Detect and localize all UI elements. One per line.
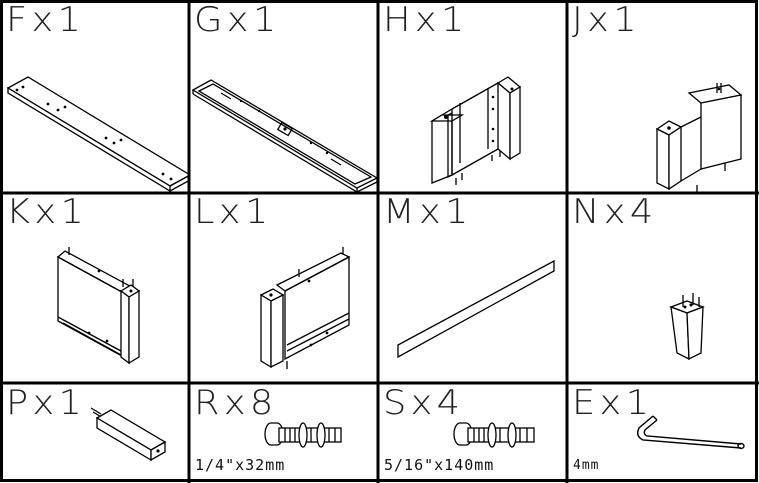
part-cell-j: Jx1 xyxy=(569,3,756,192)
metal-frame-drawing xyxy=(191,79,377,192)
part-label-f: Fx1 xyxy=(6,3,86,40)
back-panel-right-drawing xyxy=(56,247,141,365)
long-bolt-drawing xyxy=(453,422,535,448)
side-panel-left-drawing xyxy=(655,83,743,192)
strip-drawing xyxy=(397,259,555,359)
allen-key-size: 4mm xyxy=(573,458,600,473)
part-label-k: Kx1 xyxy=(6,195,89,232)
part-label-l: Lx1 xyxy=(194,195,273,232)
part-cell-n: Nx4 xyxy=(569,195,756,382)
bolt-size-s: 5/16"x140mm xyxy=(384,456,495,474)
bar-drawing xyxy=(90,407,167,462)
part-cell-m: Mx1 xyxy=(380,195,566,382)
leg-drawing xyxy=(669,293,705,361)
part-label-j: Jx1 xyxy=(572,3,641,40)
part-label-e: Ex1 xyxy=(572,386,654,423)
part-label-r: Rx8 xyxy=(194,386,278,423)
part-label-s: Sx4 xyxy=(383,386,465,423)
side-panel-right-drawing xyxy=(429,76,522,185)
allen-key-drawing xyxy=(636,415,745,450)
part-label-h: Hx1 xyxy=(383,3,469,40)
part-cell-f: Fx1 xyxy=(3,3,188,192)
part-cell-l: Lx1 xyxy=(191,195,377,382)
part-cell-e: Ex1 4mm xyxy=(569,386,756,480)
part-cell-g: Gx1 xyxy=(191,3,377,192)
part-label-m: Mx1 xyxy=(383,195,473,232)
part-cell-k: Kx1 xyxy=(3,195,188,382)
part-label-g: Gx1 xyxy=(194,3,281,40)
part-label-p: Px1 xyxy=(6,386,87,423)
back-panel-left-drawing xyxy=(259,247,351,369)
short-bolt-drawing xyxy=(264,422,342,448)
bolt-size-r: 1/4"x32mm xyxy=(195,456,286,474)
part-cell-r: Rx8 1/4"x32mm xyxy=(191,386,377,480)
part-cell-p: Px1 xyxy=(3,386,188,480)
part-cell-h: Hx1 xyxy=(380,3,566,192)
part-cell-s: Sx4 5/16"x140mm xyxy=(380,386,566,480)
base-board-drawing xyxy=(6,76,188,192)
part-label-n: Nx4 xyxy=(572,195,658,232)
